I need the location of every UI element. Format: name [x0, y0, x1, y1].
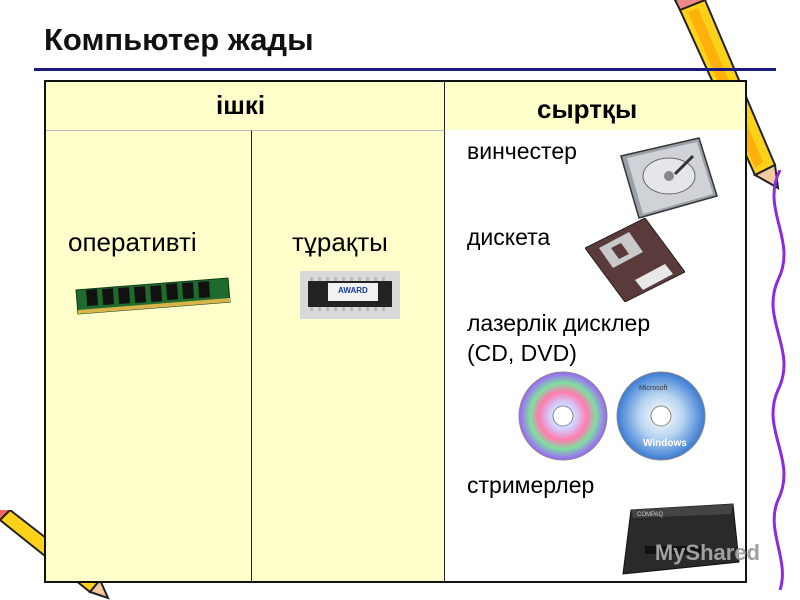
external-header: сыртқы — [537, 94, 638, 124]
disc-brand-subtext: Microsoft — [639, 385, 667, 392]
hard-drive-label: винчестер — [467, 138, 577, 164]
floppy-label: дискета — [467, 224, 551, 250]
internal-header-cell: ішкі — [46, 82, 445, 130]
memory-table: ішкі сыртқы оперативті тұрақты — [44, 80, 747, 583]
optical-disc-label-line1: лазерлік дисклер — [467, 310, 651, 336]
streamer-brand: COMPAQ — [637, 512, 664, 518]
rom-column: тұрақты AWARD — [252, 130, 445, 581]
bios-chip-icon: AWARD — [300, 271, 400, 319]
ram-column: оперативті — [46, 130, 252, 581]
streamer-label: стримерлер — [467, 472, 595, 498]
optical-disc-icon: Microsoft Windows — [518, 371, 706, 461]
floppy-disk-icon — [585, 218, 685, 302]
ram-module-icon — [75, 277, 231, 315]
title-underline — [34, 68, 776, 71]
hard-drive-icon — [620, 137, 718, 219]
squiggle-decoration — [771, 170, 786, 590]
page-title: Компьютер жады — [44, 22, 314, 57]
tape-drive-icon: COMPAQ — [622, 503, 740, 575]
watermark: MyShared — [654, 540, 760, 565]
rom-label: тұрақты — [292, 227, 388, 257]
disc-brand-text: Windows — [643, 438, 687, 449]
ram-label: оперативті — [68, 227, 197, 257]
optical-disc-label-line2: (CD, DVD) — [467, 340, 577, 366]
external-column: винчестер дискета лазерлік дисклер (CD, … — [445, 130, 745, 581]
bios-chip-label: AWARD — [338, 286, 368, 295]
internal-header: ішкі — [216, 90, 266, 120]
external-header-cell: сыртқы — [445, 82, 745, 130]
